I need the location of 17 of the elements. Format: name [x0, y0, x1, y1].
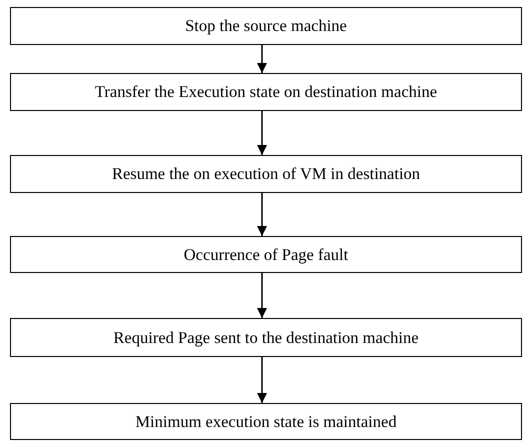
step-text: Resume the on execution of VM in destination: [112, 164, 420, 184]
step-text: Occurrence of Page fault: [184, 244, 348, 264]
step-text: Transfer the Execution state on destination machine: [94, 82, 438, 102]
process-box: [10, 403, 522, 440]
step-text: Stop the source machine: [185, 16, 347, 36]
process-box: [10, 7, 522, 45]
arrow: [257, 357, 267, 403]
arrow: [257, 193, 267, 236]
step-text: Required Page sent to the destination machine: [113, 328, 419, 348]
arrow: [257, 45, 267, 73]
process-box: [10, 318, 522, 357]
arrow: [257, 111, 267, 155]
process-box: [10, 155, 522, 193]
process-box: [10, 236, 522, 273]
step-text: Minimum execution state is maintained: [135, 412, 397, 432]
process-box: [10, 73, 522, 111]
arrow: [257, 273, 267, 318]
